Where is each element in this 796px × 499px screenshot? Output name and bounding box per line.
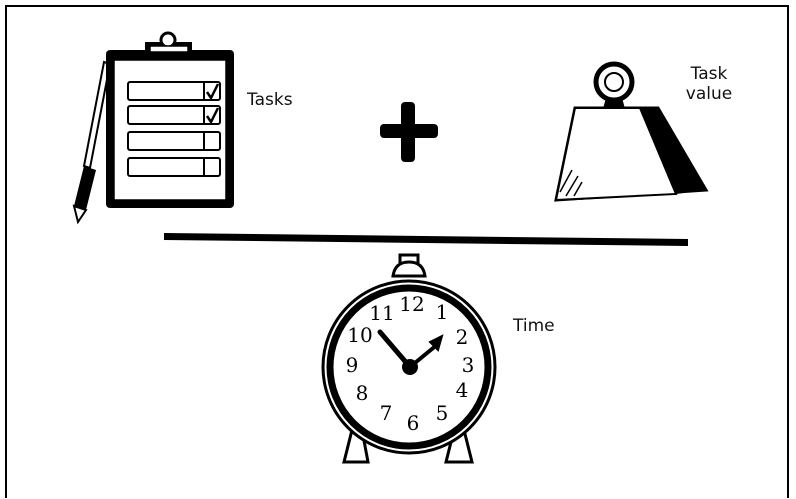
alarm-clock-icon: 12 1 2 3 4 5 6 7 8 9 10 11 — [323, 255, 495, 462]
clock-numeral-4: 4 — [456, 378, 469, 402]
clock-numeral-9: 9 — [346, 353, 359, 377]
tasks-label: Tasks — [247, 90, 293, 110]
task-value-label: Task value — [678, 64, 740, 104]
clock-numeral-3: 3 — [462, 353, 475, 377]
task-value-label-line1: Task — [678, 64, 740, 84]
plus-sign — [380, 102, 438, 162]
clipboard-icon — [74, 33, 234, 222]
clock-numeral-8: 8 — [356, 381, 369, 405]
clock-numeral-1: 1 — [436, 300, 449, 324]
clock-numeral-7: 7 — [380, 401, 393, 425]
pencil-icon — [74, 62, 110, 222]
clock-numeral-6: 6 — [407, 411, 420, 435]
time-label: Time — [513, 316, 555, 336]
clock-numeral-5: 5 — [436, 401, 449, 425]
clock-numeral-2: 2 — [456, 325, 469, 349]
clock-numeral-10: 10 — [347, 323, 372, 347]
clock-numeral-12: 12 — [399, 292, 424, 316]
task-value-label-line2: value — [678, 84, 740, 104]
clock-numeral-11: 11 — [369, 301, 394, 325]
fraction-bar — [164, 233, 688, 246]
